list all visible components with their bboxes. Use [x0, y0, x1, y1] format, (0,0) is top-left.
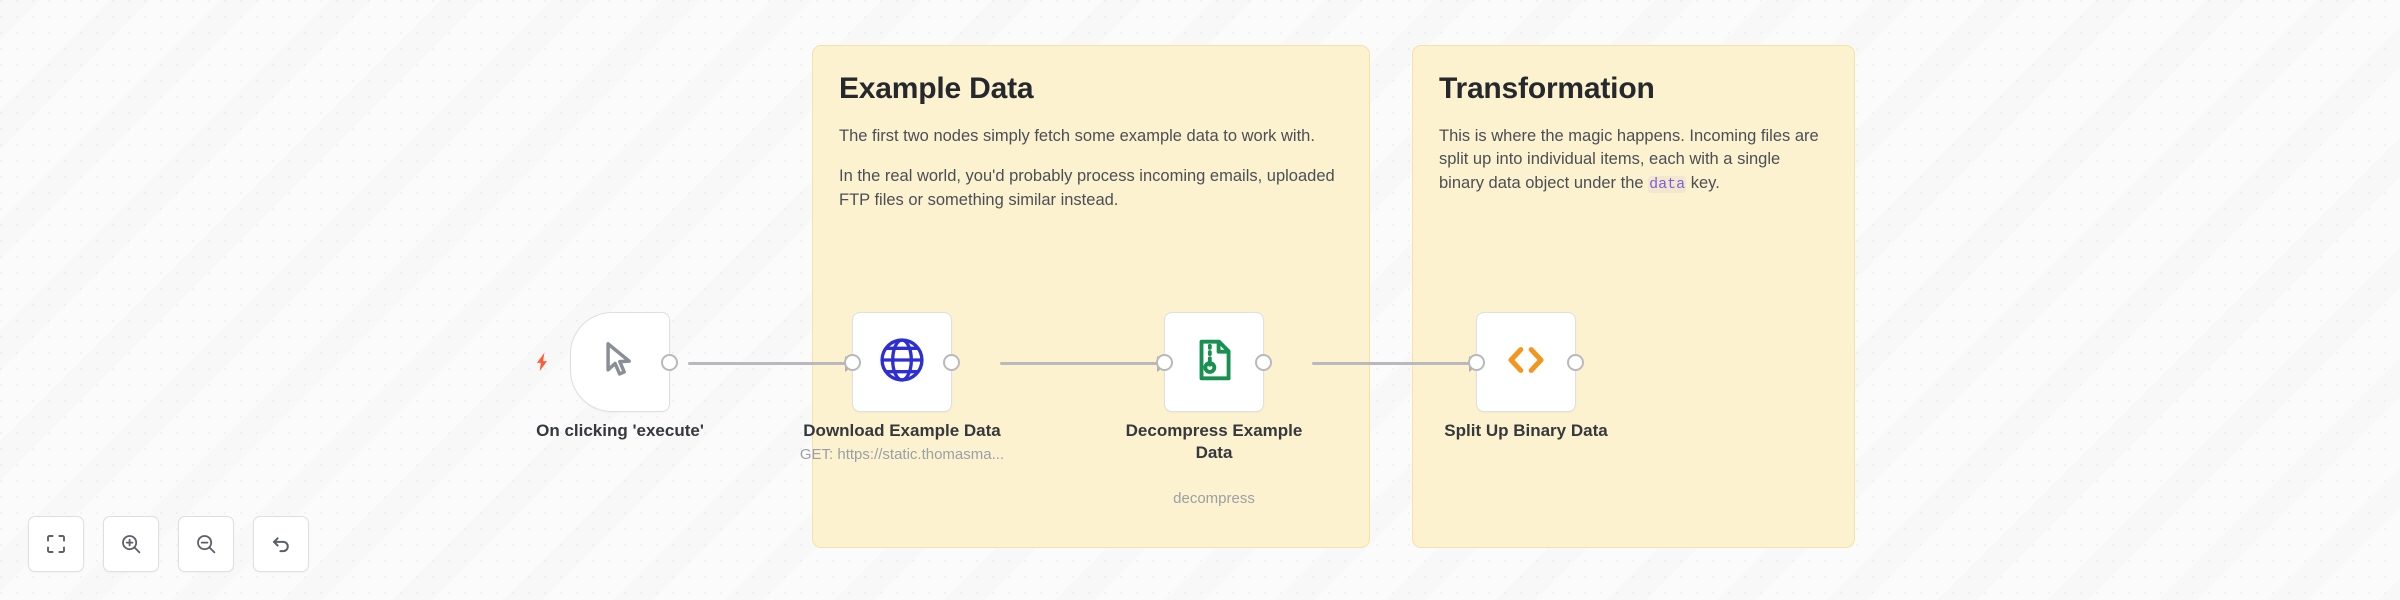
node-subtitle: decompress — [1173, 490, 1255, 507]
zip-file-icon — [1189, 335, 1239, 390]
sticky-note-title: Example Data — [839, 72, 1034, 105]
globe-icon — [876, 334, 928, 391]
node-label: Download Example Data — [803, 421, 1001, 440]
cursor-pointer-icon — [598, 338, 642, 387]
node-input-port[interactable] — [844, 353, 861, 371]
node-subtitle: GET: https://static.thomasma... — [799, 446, 1005, 463]
lightning-bolt-icon — [531, 351, 553, 373]
connector-trigger-to-http[interactable] — [688, 362, 848, 365]
node-output-port[interactable] — [1567, 353, 1584, 371]
code-brackets-icon — [1500, 334, 1552, 391]
sticky-note-title: Transformation — [1439, 72, 1655, 105]
node-box[interactable] — [844, 312, 960, 412]
zoom-in-button[interactable] — [103, 516, 159, 572]
node-label: On clicking 'execute' — [536, 421, 704, 440]
node-output-port[interactable] — [1255, 353, 1272, 371]
sticky-note-paragraph: The first two nodes simply fetch some ex… — [839, 126, 1315, 145]
sticky-note-transformation[interactable]: Transformation This is where the magic h… — [1412, 45, 1855, 548]
node-box[interactable] — [1156, 312, 1272, 412]
connector-decompress-to-code[interactable] — [1312, 362, 1472, 365]
node-output-port[interactable] — [943, 353, 960, 371]
sticky-note-text-before-code: This is where the magic happens. Incomin… — [1439, 126, 1819, 193]
zoom-out-button[interactable] — [178, 516, 234, 572]
node-input-port[interactable] — [1468, 353, 1485, 371]
sticky-note-example-data[interactable]: Example Data The first two nodes simply … — [812, 45, 1370, 548]
node-box[interactable] — [536, 312, 678, 412]
node-split-up-binary-data[interactable]: Split Up Binary Data — [1444, 312, 1608, 440]
node-box[interactable] — [1468, 312, 1584, 412]
node-label: Split Up Binary Data — [1444, 421, 1608, 440]
sticky-note-paragraph: This is where the magic happens. Incomin… — [1439, 125, 1828, 197]
reset-zoom-button[interactable] — [253, 516, 309, 572]
sticky-note-paragraph: In the real world, you'd probably proces… — [839, 167, 1335, 210]
node-on-clicking-execute[interactable]: On clicking 'execute' — [536, 312, 704, 440]
connector-http-to-decompress[interactable] — [1000, 362, 1160, 365]
zoom-to-fit-button[interactable] — [28, 516, 84, 572]
inline-code-data-key: data — [1648, 176, 1687, 194]
sticky-note-text-after-code: key. — [1686, 174, 1720, 193]
node-label: Decompress Example Data — [1125, 421, 1303, 462]
node-input-port[interactable] — [1156, 353, 1173, 371]
node-decompress-example-data[interactable]: Decompress Example Data decompress — [1126, 312, 1302, 507]
node-output-port[interactable] — [661, 353, 678, 371]
canvas-zoom-toolbar[interactable] — [28, 516, 309, 572]
node-download-example-data[interactable]: Download Example Data GET: https://stati… — [800, 312, 1004, 463]
